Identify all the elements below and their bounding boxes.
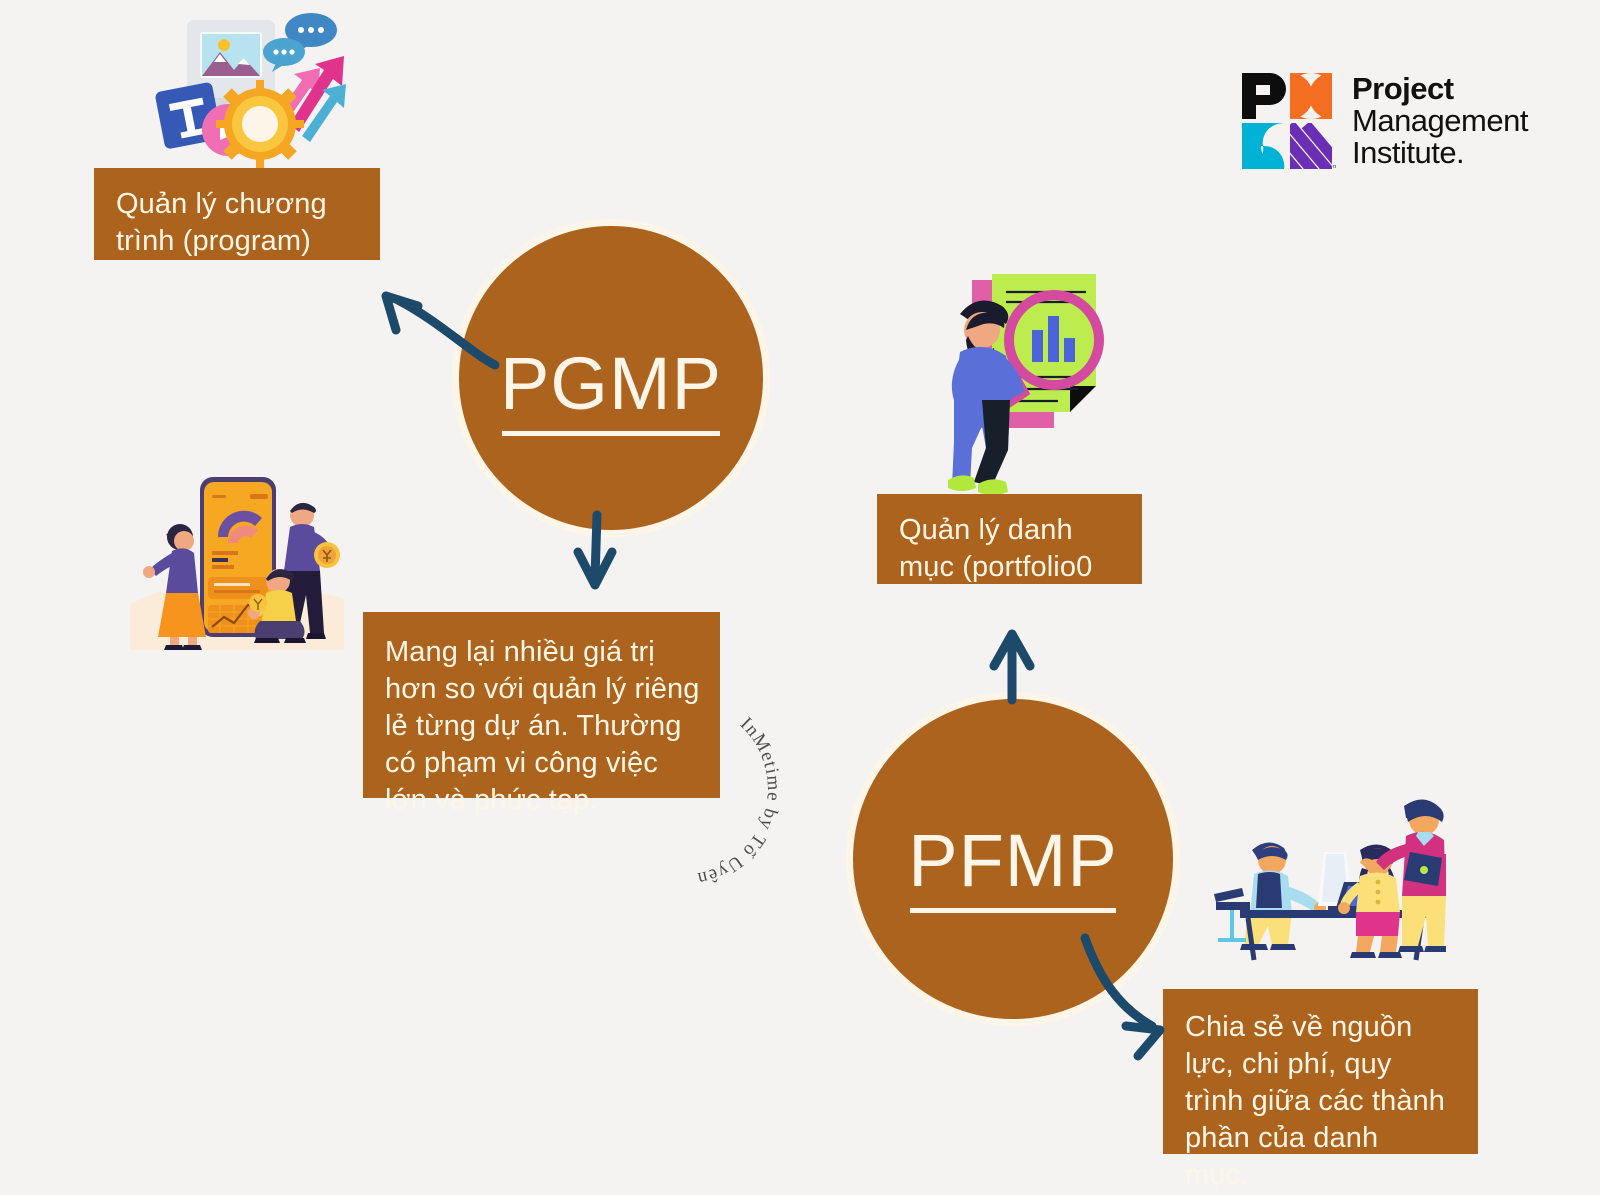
arrow-pfmp-to-share-head <box>1121 1021 1165 1061</box>
label-box-portfolio: Quản lý danh mục (portfolio0 <box>877 494 1142 584</box>
node-pfmp-label: PFMP <box>908 818 1118 913</box>
node-pgmp: PGMP <box>452 219 770 537</box>
trademark-symbol: ™ <box>1332 165 1336 171</box>
label-box-share: Chia sẻ về nguồn lực, chi phí, quy trình… <box>1163 989 1478 1191</box>
label-box-program: Quản lý chương trình (program) <box>94 168 380 260</box>
media-design-icons-illustration <box>152 8 352 168</box>
arrow-pgmp-to-value-head <box>573 547 617 590</box>
watermark-text: InMetime by Tố Uyên <box>695 713 785 889</box>
pmi-logo-mark: ™ <box>1240 73 1336 171</box>
pmi-line-institute: Institute. <box>1352 135 1465 171</box>
team-mobile-analytics-illustration <box>130 455 344 650</box>
node-pfmp: PFMP <box>846 692 1180 1026</box>
team-desk-meeting-illustration <box>1196 782 1456 962</box>
pmi-line-management: Management <box>1352 102 1528 138</box>
pmi-logo: ™ Project Management Institute. <box>1240 66 1540 176</box>
arrow-pgmp-to-program-head <box>381 291 423 335</box>
watermark-circular-text: InMetime by Tố Uyên <box>695 713 785 889</box>
pmi-wordmark: Project Management Institute. <box>1352 70 1528 171</box>
label-box-value: Mang lại nhiều giá trị hơn so với quản l… <box>363 612 720 816</box>
man-magnifier-report-illustration <box>920 258 1105 501</box>
arrow-pfmp-to-portfolio-head <box>989 629 1035 671</box>
pmi-line-project: Project <box>1352 70 1454 106</box>
node-pgmp-label: PGMP <box>500 341 722 436</box>
